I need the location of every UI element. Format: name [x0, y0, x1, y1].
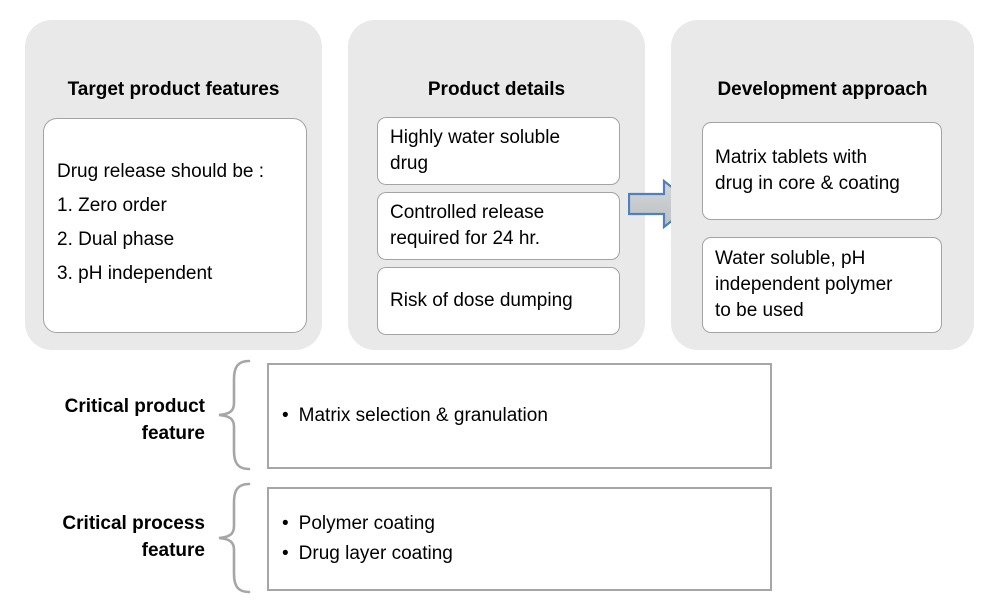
info-box-line: 1. Zero order: [57, 195, 167, 216]
info-box-polymer: Water soluble, pH independent polymer to…: [702, 237, 942, 333]
info-box-line: drug in core & coating: [715, 173, 900, 194]
label-critical-process-feature: Critical process feature: [62, 513, 205, 561]
column-target-product-features: Target product features Drug release sho…: [25, 20, 322, 350]
info-box-line: Water soluble, pH: [715, 248, 866, 269]
info-box-drug-release: Drug release should be : 1. Zero order 2…: [43, 118, 307, 333]
info-box-dose-dumping: Risk of dose dumping: [377, 267, 620, 335]
left-brace-icon: [218, 359, 251, 471]
info-box-line: independent polymer: [715, 274, 893, 295]
column-development-approach: Development approach Matrix tablets with…: [671, 20, 974, 350]
info-box-line: to be used: [715, 300, 804, 321]
bullet-item: Matrix selection & granulation: [282, 401, 770, 431]
column-heading: Development approach: [717, 79, 928, 100]
label-critical-product-feature: Critical product feature: [64, 396, 205, 444]
info-box-line: 3. pH independent: [57, 263, 213, 284]
feature-box-critical-process: Polymer coating Drug layer coating: [267, 487, 772, 591]
info-box-line: 2. Dual phase: [57, 229, 175, 250]
info-box-line: drug: [390, 153, 429, 174]
info-box-line: Matrix tablets with: [715, 147, 868, 168]
info-box-matrix-tablets: Matrix tablets with drug in core & coati…: [702, 122, 942, 220]
info-box-line: Drug release should be :: [57, 161, 265, 182]
column-heading: Product details: [427, 79, 566, 100]
info-box-line: required for 24 hr.: [390, 228, 540, 249]
bullet-item: Polymer coating: [282, 509, 770, 539]
left-brace-icon: [218, 482, 251, 594]
info-box-water-soluble-drug: Highly water soluble drug: [377, 117, 620, 185]
column-product-details: Product details Highly water soluble dru…: [348, 20, 645, 350]
bullet-item: Drug layer coating: [282, 539, 770, 569]
info-box-controlled-release: Controlled release required for 24 hr.: [377, 192, 620, 260]
info-box-line: Risk of dose dumping: [390, 290, 573, 311]
feature-box-critical-product: Matrix selection & granulation: [267, 363, 772, 469]
info-box-line: Highly water soluble: [390, 127, 561, 148]
info-box-line: Controlled release: [390, 202, 545, 223]
column-heading: Target product features: [67, 79, 280, 100]
